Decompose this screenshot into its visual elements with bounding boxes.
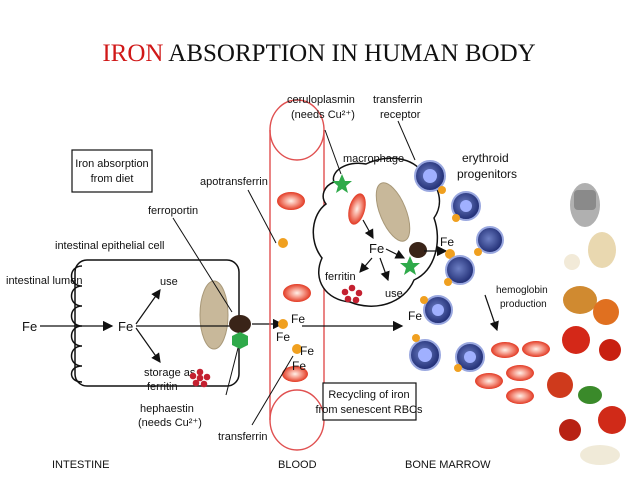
- title-highlight: IRON: [102, 40, 164, 67]
- ferroportin-icon: [409, 242, 427, 258]
- ferritin-arrow: [359, 257, 373, 273]
- hephaestin-icon: [232, 332, 248, 349]
- apotransferrin-label: apotransferrin: [200, 176, 268, 188]
- transferrin-label: transferrin: [218, 431, 268, 443]
- export-macrophage-arrow: [385, 248, 406, 259]
- iron-absorption-box: [71, 149, 153, 193]
- red-blood-cell-icon: [348, 193, 366, 225]
- red-blood-cell-icon: [475, 341, 550, 404]
- use-arrow: [135, 289, 161, 325]
- fe-lumen: Fe: [22, 319, 37, 334]
- ceruloplasmin-label: ceruloplasmin: [287, 94, 355, 106]
- title-rest: ABSORPTION IN HUMAN BODY: [168, 40, 536, 67]
- transferrin-icon: [445, 249, 455, 259]
- erythroid-label-2: progenitors: [457, 167, 517, 181]
- fe-macrophage: Fe: [369, 241, 384, 256]
- fe-cell: Fe: [118, 319, 133, 334]
- hephaestin-label: hephaestin: [140, 403, 194, 415]
- macrophage-vesicle: [375, 182, 411, 242]
- ferritin-icon: [341, 284, 363, 304]
- intestine-label: INTESTINE: [52, 459, 109, 471]
- hephaestin-pointer: [225, 347, 239, 396]
- transferrin-icon: [278, 319, 288, 329]
- intestinal-epithelial-cell-label: intestinal epithelial cell: [55, 240, 164, 252]
- fe-blood-2: Fe: [276, 330, 290, 344]
- ferritin-icon: [189, 368, 211, 388]
- erythroid-cell-icon: [409, 160, 504, 372]
- transferrin-icon: [278, 238, 288, 248]
- red-blood-cell-icon: [277, 192, 311, 382]
- fe-marrow-bottom: Fe: [408, 309, 422, 323]
- transferrin-icon: [412, 186, 482, 372]
- recycling-label-2: from senescent RBCs: [316, 404, 423, 416]
- recycling-box: [322, 382, 417, 421]
- transferrin-receptor-label-2: receptor: [380, 109, 421, 121]
- use-cell-label: use: [160, 276, 178, 288]
- storage-label: storage as: [144, 367, 196, 379]
- receptor-pointer: [397, 120, 416, 161]
- ferroportin-pointer: [172, 217, 233, 313]
- recycling-label: Recycling of iron: [328, 389, 409, 401]
- iron-absorption-label: Iron absorption: [75, 158, 148, 170]
- transferrin-icon: [292, 344, 302, 354]
- transferrin-receptor-label: transferrin: [373, 94, 423, 106]
- bone-marrow-label: BONE MARROW: [405, 459, 491, 471]
- apotransferrin-pointer: [247, 189, 277, 244]
- fe-blood-3: Fe: [300, 344, 314, 358]
- ferroportin-icon: [229, 315, 251, 333]
- vegetable-image: [547, 183, 626, 465]
- transferrin-pointer: [251, 355, 294, 426]
- hemoglobin-arrow: [484, 294, 499, 332]
- fe-blood-1: Fe: [291, 312, 305, 326]
- use-macrophage-label: use: [385, 288, 403, 300]
- ferroportin-label: ferroportin: [148, 205, 198, 217]
- ceruloplasmin-icon: [332, 174, 352, 193]
- ceruloplasmin-pointer: [324, 129, 342, 175]
- blood-vessel: [269, 99, 325, 451]
- page-title: IRON ABSORPTION IN HUMAN BODY: [0, 40, 638, 68]
- rbc-breakdown-arrow: [362, 219, 374, 240]
- blood-label: BLOOD: [278, 459, 317, 471]
- hemoglobin-label: hemoglobin: [496, 285, 548, 296]
- erythroid-label: erythroid: [462, 151, 509, 165]
- fe-marrow-top: Fe: [440, 235, 454, 249]
- storage-arrow: [135, 327, 161, 363]
- hemoglobin-label-2: production: [500, 299, 547, 310]
- hephaestin-label-2: (needs Cu²⁺): [138, 417, 202, 429]
- storage-label-2: ferritin: [147, 381, 178, 393]
- ceruloplasmin-icon: [400, 256, 420, 275]
- ferritin-macrophage-label: ferritin: [325, 271, 356, 283]
- use-macrophage-arrow: [379, 257, 390, 282]
- ceruloplasmin-label-2: (needs Cu²⁺): [291, 109, 355, 121]
- intestinal-lumen-label: intestinal lumen: [6, 275, 82, 287]
- iron-absorption-label-2: from diet: [91, 173, 134, 185]
- cell-vesicle: [199, 280, 229, 350]
- fe-blood-4: Fe: [292, 359, 306, 373]
- macrophage-label: macrophage: [343, 153, 404, 165]
